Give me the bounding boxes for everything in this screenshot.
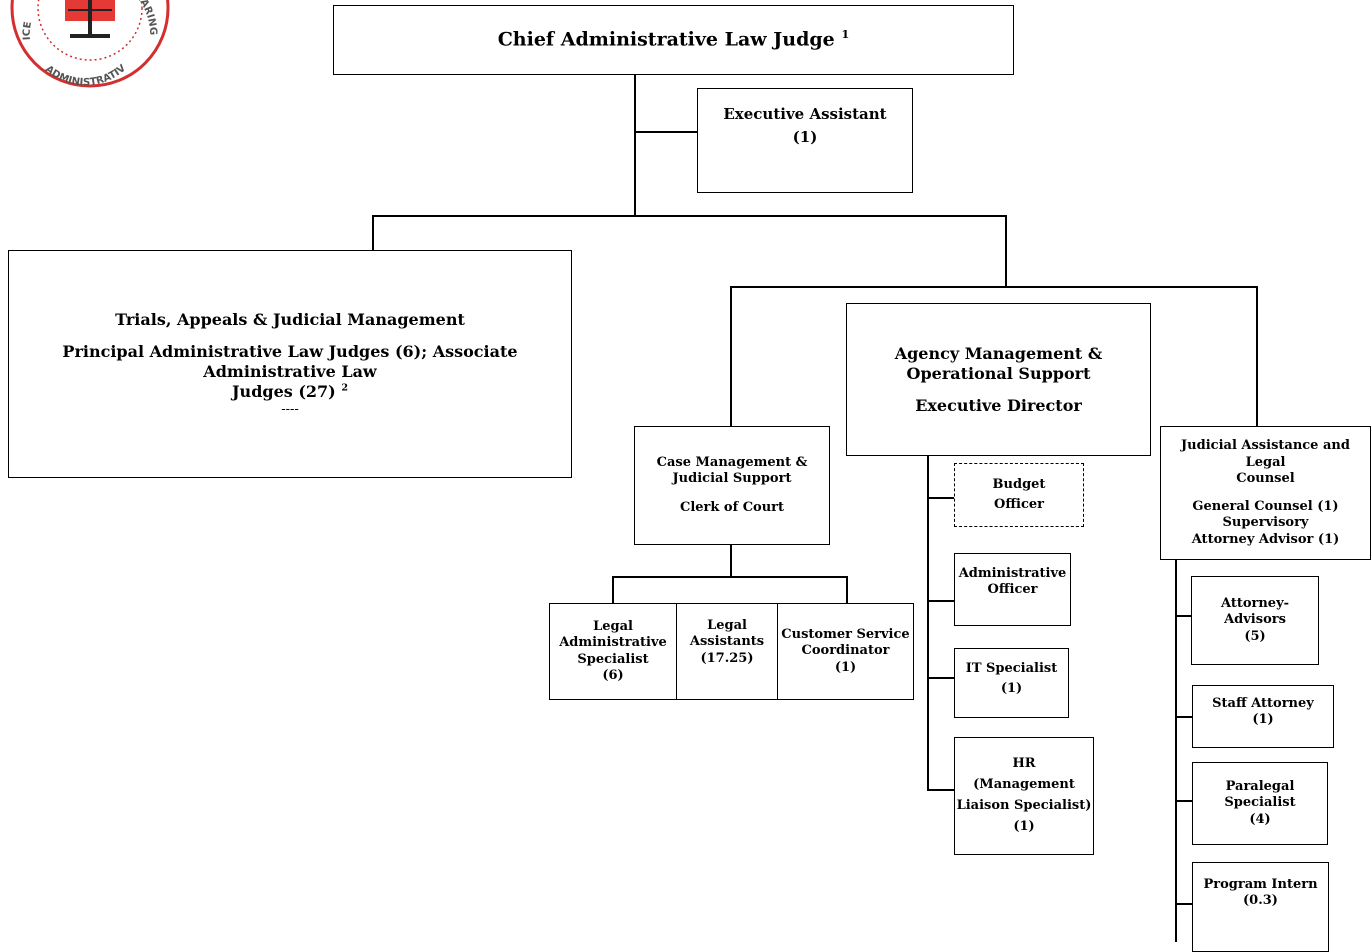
connector (1175, 800, 1193, 802)
trials-judges-count: Judges (27) (231, 381, 336, 401)
customer-service-line-2: Coordinator (801, 643, 890, 659)
paralegal-count: (4) (1249, 811, 1271, 827)
connector (846, 576, 848, 604)
connector (1256, 286, 1258, 427)
connector (927, 677, 954, 679)
footnote-marker: 2 (341, 382, 348, 394)
legal-admin-line-1: Legal (593, 619, 633, 634)
program-intern-count: (0.3) (1243, 893, 1278, 909)
hr-management-liaison-box: HR (Management Liaison Specialist) (1) (954, 737, 1094, 855)
connector (634, 131, 698, 133)
budget-line-1: Budget (992, 476, 1046, 492)
legal-administrative-specialist-box: Legal Administrative Specialist (6) (549, 603, 677, 700)
executive-assistant-title: Executive Assistant (723, 105, 887, 123)
attorney-advisor-label: Attorney Advisor (1) (1191, 531, 1340, 547)
agency-title-line-2: Operational Support (906, 363, 1091, 383)
hr-line-3: Liaison Specialist) (956, 798, 1092, 813)
connector (1175, 903, 1193, 905)
connector (634, 74, 636, 216)
it-specialist-box: IT Specialist (1) (954, 648, 1069, 718)
judicial-title-line-1: Judicial Assistance and Legal (1181, 438, 1350, 470)
svg-text:ICE: ICE (22, 21, 34, 41)
trials-appeals-judicial-management-box: Trials, Appeals & Judicial Management Pr… (8, 250, 572, 478)
admin-officer-line-1: Administrative (958, 566, 1067, 581)
agency-title-line-1: Agency Management & (894, 343, 1103, 363)
customer-service-line-1: Customer Service (781, 627, 910, 643)
connector (927, 455, 929, 790)
connector (730, 286, 1257, 288)
attorney-advisors-line-2: Advisors (1224, 612, 1286, 628)
supervisory-label: Supervisory (1222, 515, 1309, 531)
paralegal-specialist-box: Paralegal Specialist (4) (1192, 762, 1328, 845)
staff-attorney-box: Staff Attorney (1) (1192, 685, 1334, 748)
customer-service-count: (1) (834, 659, 857, 675)
staff-attorney-line-1: Staff Attorney (1212, 696, 1314, 711)
case-title-line-1: Case Management & (656, 455, 808, 471)
attorney-advisors-box: Attorney- Advisors (5) (1191, 576, 1319, 665)
judicial-assistance-legal-counsel-box: Judicial Assistance and Legal Counsel Ge… (1160, 426, 1371, 560)
legal-assistants-count: (17.25) (700, 650, 754, 666)
it-specialist-line-1: IT Specialist (965, 661, 1058, 676)
legal-admin-line-3: Specialist (577, 651, 649, 667)
general-counsel-label: General Counsel (1) (1192, 499, 1339, 514)
hr-line-2: (Management (973, 777, 1075, 793)
legal-admin-line-2: Administrative (559, 635, 667, 651)
connector (372, 215, 374, 251)
connector (1175, 559, 1177, 942)
connector (612, 576, 614, 604)
paralegal-line-2: Specialist (1224, 795, 1296, 811)
connector (1175, 716, 1193, 718)
executive-director-label: Executive Director (915, 395, 1082, 415)
connector (1005, 215, 1007, 287)
legal-assistants-line-1: Legal (707, 618, 747, 633)
legal-admin-count: (6) (602, 667, 624, 683)
customer-service-coordinator-box: Customer Service Coordinator (1) (777, 603, 914, 700)
case-title-line-2: Judicial Support (672, 471, 792, 487)
clerk-of-court-label: Clerk of Court (679, 499, 785, 515)
staff-attorney-count: (1) (1252, 712, 1274, 728)
trials-title: Trials, Appeals & Judicial Management (115, 309, 465, 329)
chief-title: Chief Administrative Law Judge (497, 28, 835, 51)
connector (927, 497, 954, 499)
judicial-title-line-2: Counsel (1236, 470, 1295, 486)
case-management-box: Case Management & Judicial Support Clerk… (634, 426, 830, 545)
hr-line-1: HR (1012, 756, 1036, 772)
administrative-officer-box: Administrative Officer (954, 553, 1071, 626)
connector (612, 576, 847, 578)
budget-line-2: Officer (994, 497, 1044, 512)
connector (927, 789, 954, 791)
trials-judges-line: Principal Administrative Law Judges (6);… (62, 341, 518, 381)
trials-judges-line-2: Judges (27) 2 (232, 382, 348, 402)
budget-officer-box: Budget Officer (954, 463, 1084, 527)
attorney-advisors-line-1: Attorney- (1220, 596, 1290, 612)
attorney-advisors-count: (5) (1244, 628, 1266, 644)
hr-count: (1) (1013, 818, 1035, 834)
connector (730, 286, 732, 427)
agency-management-box: Agency Management & Operational Support … (846, 303, 1151, 456)
connector (372, 215, 1006, 217)
connector (1175, 615, 1192, 617)
it-specialist-count: (1) (1000, 681, 1023, 697)
program-intern-line-1: Program Intern (1203, 877, 1318, 892)
agency-seal-logo: ICE ADMINISTRATIVE HEARING (0, 0, 172, 90)
chief-administrative-law-judge-box: Chief Administrative Law Judge 1 (333, 5, 1014, 75)
executive-assistant-count: (1) (792, 127, 818, 146)
executive-assistant-box: Executive Assistant (1) (697, 88, 913, 193)
footnote-marker: 1 (841, 27, 850, 42)
chief-title-line: Chief Administrative Law Judge 1 (498, 27, 850, 52)
legal-assistants-line-2: Assistants (689, 634, 765, 650)
trials-dashes: ---- (281, 401, 299, 417)
program-intern-box: Program Intern (0.3) (1192, 862, 1329, 952)
connector (927, 600, 954, 602)
connector (730, 544, 732, 577)
paralegal-line-1: Paralegal (1225, 779, 1295, 795)
admin-officer-line-2: Officer (987, 582, 1038, 598)
legal-assistants-box: Legal Assistants (17.25) (676, 603, 778, 700)
